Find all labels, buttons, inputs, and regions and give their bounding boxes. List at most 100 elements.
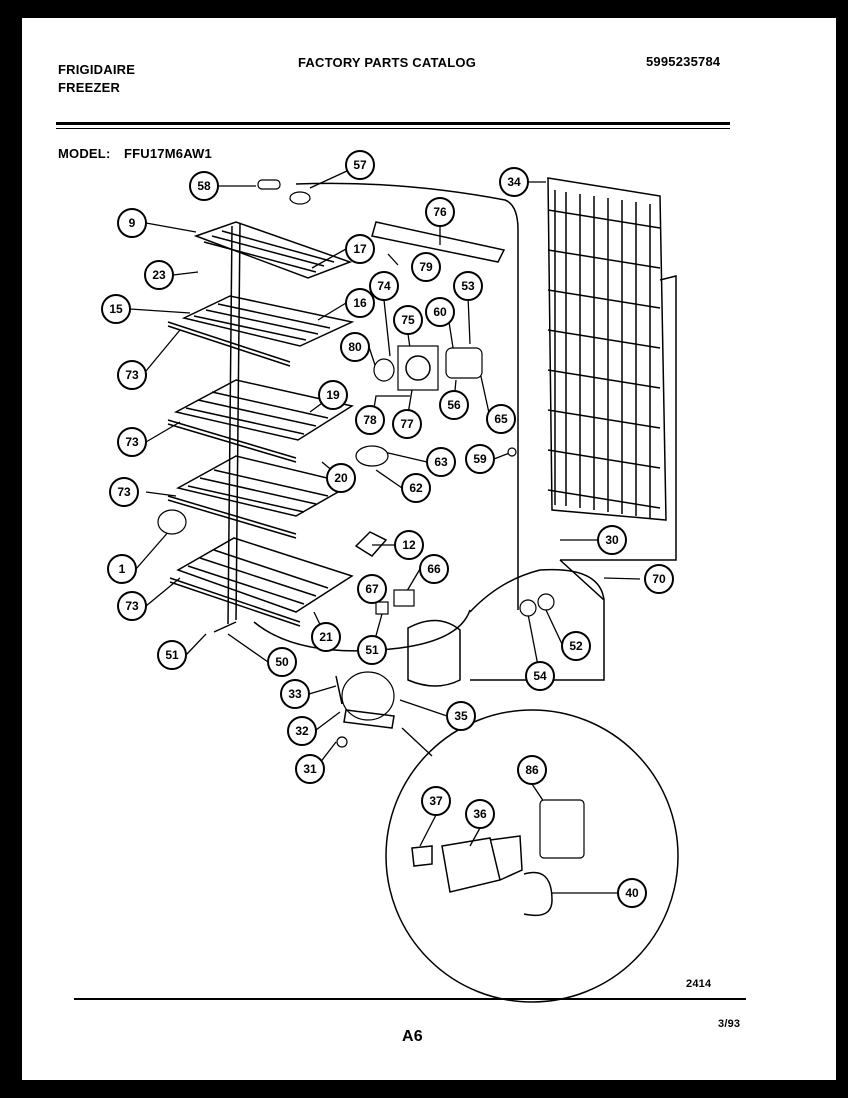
header-rule-thin [56,128,730,129]
callout-number: 32 [295,724,309,738]
callout-75: 75 [393,305,423,335]
callout-36: 36 [465,799,495,829]
callout-67: 67 [357,574,387,604]
callout-number: 37 [429,794,443,808]
callout-35: 35 [446,701,476,731]
callout-78: 78 [355,405,385,435]
callout-23: 23 [144,260,174,290]
callout-57: 57 [345,150,375,180]
callout-59: 59 [465,444,495,474]
callout-37: 37 [421,786,451,816]
callout-number: 80 [348,340,362,354]
callout-17: 17 [345,234,375,264]
callout-33: 33 [280,679,310,709]
callout-number: 52 [569,639,583,653]
product-name: FREEZER [58,80,121,95]
callout-number: 57 [353,158,367,172]
callout-21: 21 [311,622,341,652]
callout-34: 34 [499,167,529,197]
callout-12: 12 [394,530,424,560]
callout-number: 73 [117,485,131,499]
callout-number: 9 [129,216,136,230]
callout-number: 73 [125,435,139,449]
callout-number: 12 [402,538,416,552]
callout-86: 86 [517,755,547,785]
callout-number: 63 [434,455,448,469]
callout-number: 62 [409,481,423,495]
callout-53: 53 [453,271,483,301]
callout-number: 73 [125,368,139,382]
callout-number: 53 [461,279,475,293]
callout-number: 35 [454,709,468,723]
callout-number: 31 [303,762,317,776]
callout-number: 79 [419,260,433,274]
callout-number: 73 [125,599,139,613]
callout-1: 1 [107,554,137,584]
callout-number: 67 [365,582,379,596]
callout-number: 51 [165,648,179,662]
callout-number: 50 [275,655,289,669]
brand-name: FRIGIDAIRE [58,62,136,77]
callout-number: 86 [525,763,539,777]
callout-number: 78 [363,413,377,427]
callout-62: 62 [401,473,431,503]
callout-79: 79 [411,252,441,282]
model-number: FFU17M6AW1 [124,146,212,161]
catalog-title: FACTORY PARTS CATALOG [298,55,477,70]
model-label: MODEL: [58,146,111,161]
callout-51-b: 51 [157,640,187,670]
catalog-date: 3/93 [718,1018,741,1030]
callout-56: 56 [439,390,469,420]
callout-number: 65 [494,412,508,426]
callout-number: 1 [119,562,126,576]
callout-76: 76 [425,197,455,227]
callout-58: 58 [189,171,219,201]
page-number: A6 [402,1028,423,1045]
freezer-shelves [167,221,355,627]
callout-number: 66 [427,562,441,576]
callout-51-a: 51 [357,635,387,665]
callout-30: 30 [597,525,627,555]
callout-80: 80 [340,332,370,362]
callout-number: 60 [433,305,447,319]
callout-number: 74 [377,279,391,293]
callout-number: 77 [400,417,414,431]
callout-20: 20 [326,463,356,493]
callout-31: 31 [295,754,325,784]
callout-77: 77 [392,409,422,439]
callout-number: 15 [109,302,123,316]
callout-number: 21 [319,630,333,644]
detail-inset [385,709,679,1003]
callout-32: 32 [287,716,317,746]
callout-number: 33 [288,687,302,701]
callout-73-a: 73 [117,360,147,390]
callout-73-c: 73 [109,477,139,507]
callout-number: 70 [652,572,666,586]
drawing-number: 2414 [686,978,712,990]
callout-52: 52 [561,631,591,661]
callout-19: 19 [318,380,348,410]
callout-number: 30 [605,533,619,547]
callout-9: 9 [117,208,147,238]
callout-63: 63 [426,447,456,477]
catalog-number: 5995235784 [646,54,721,69]
callout-70: 70 [644,564,674,594]
callout-number: 76 [433,205,447,219]
callout-number: 51 [365,643,379,657]
callout-50: 50 [267,647,297,677]
callout-16: 16 [345,288,375,318]
callout-40: 40 [617,878,647,908]
callout-number: 56 [447,398,461,412]
callout-65: 65 [486,404,516,434]
callout-number: 20 [334,471,348,485]
callout-number: 23 [152,268,166,282]
callout-74: 74 [369,271,399,301]
small-parts [157,179,605,748]
callout-60: 60 [425,297,455,327]
callout-number: 34 [507,175,521,189]
footer-rule [74,998,746,1000]
parts-catalog-page [22,18,836,1080]
callout-54: 54 [525,661,555,691]
condenser-coil [295,177,677,681]
